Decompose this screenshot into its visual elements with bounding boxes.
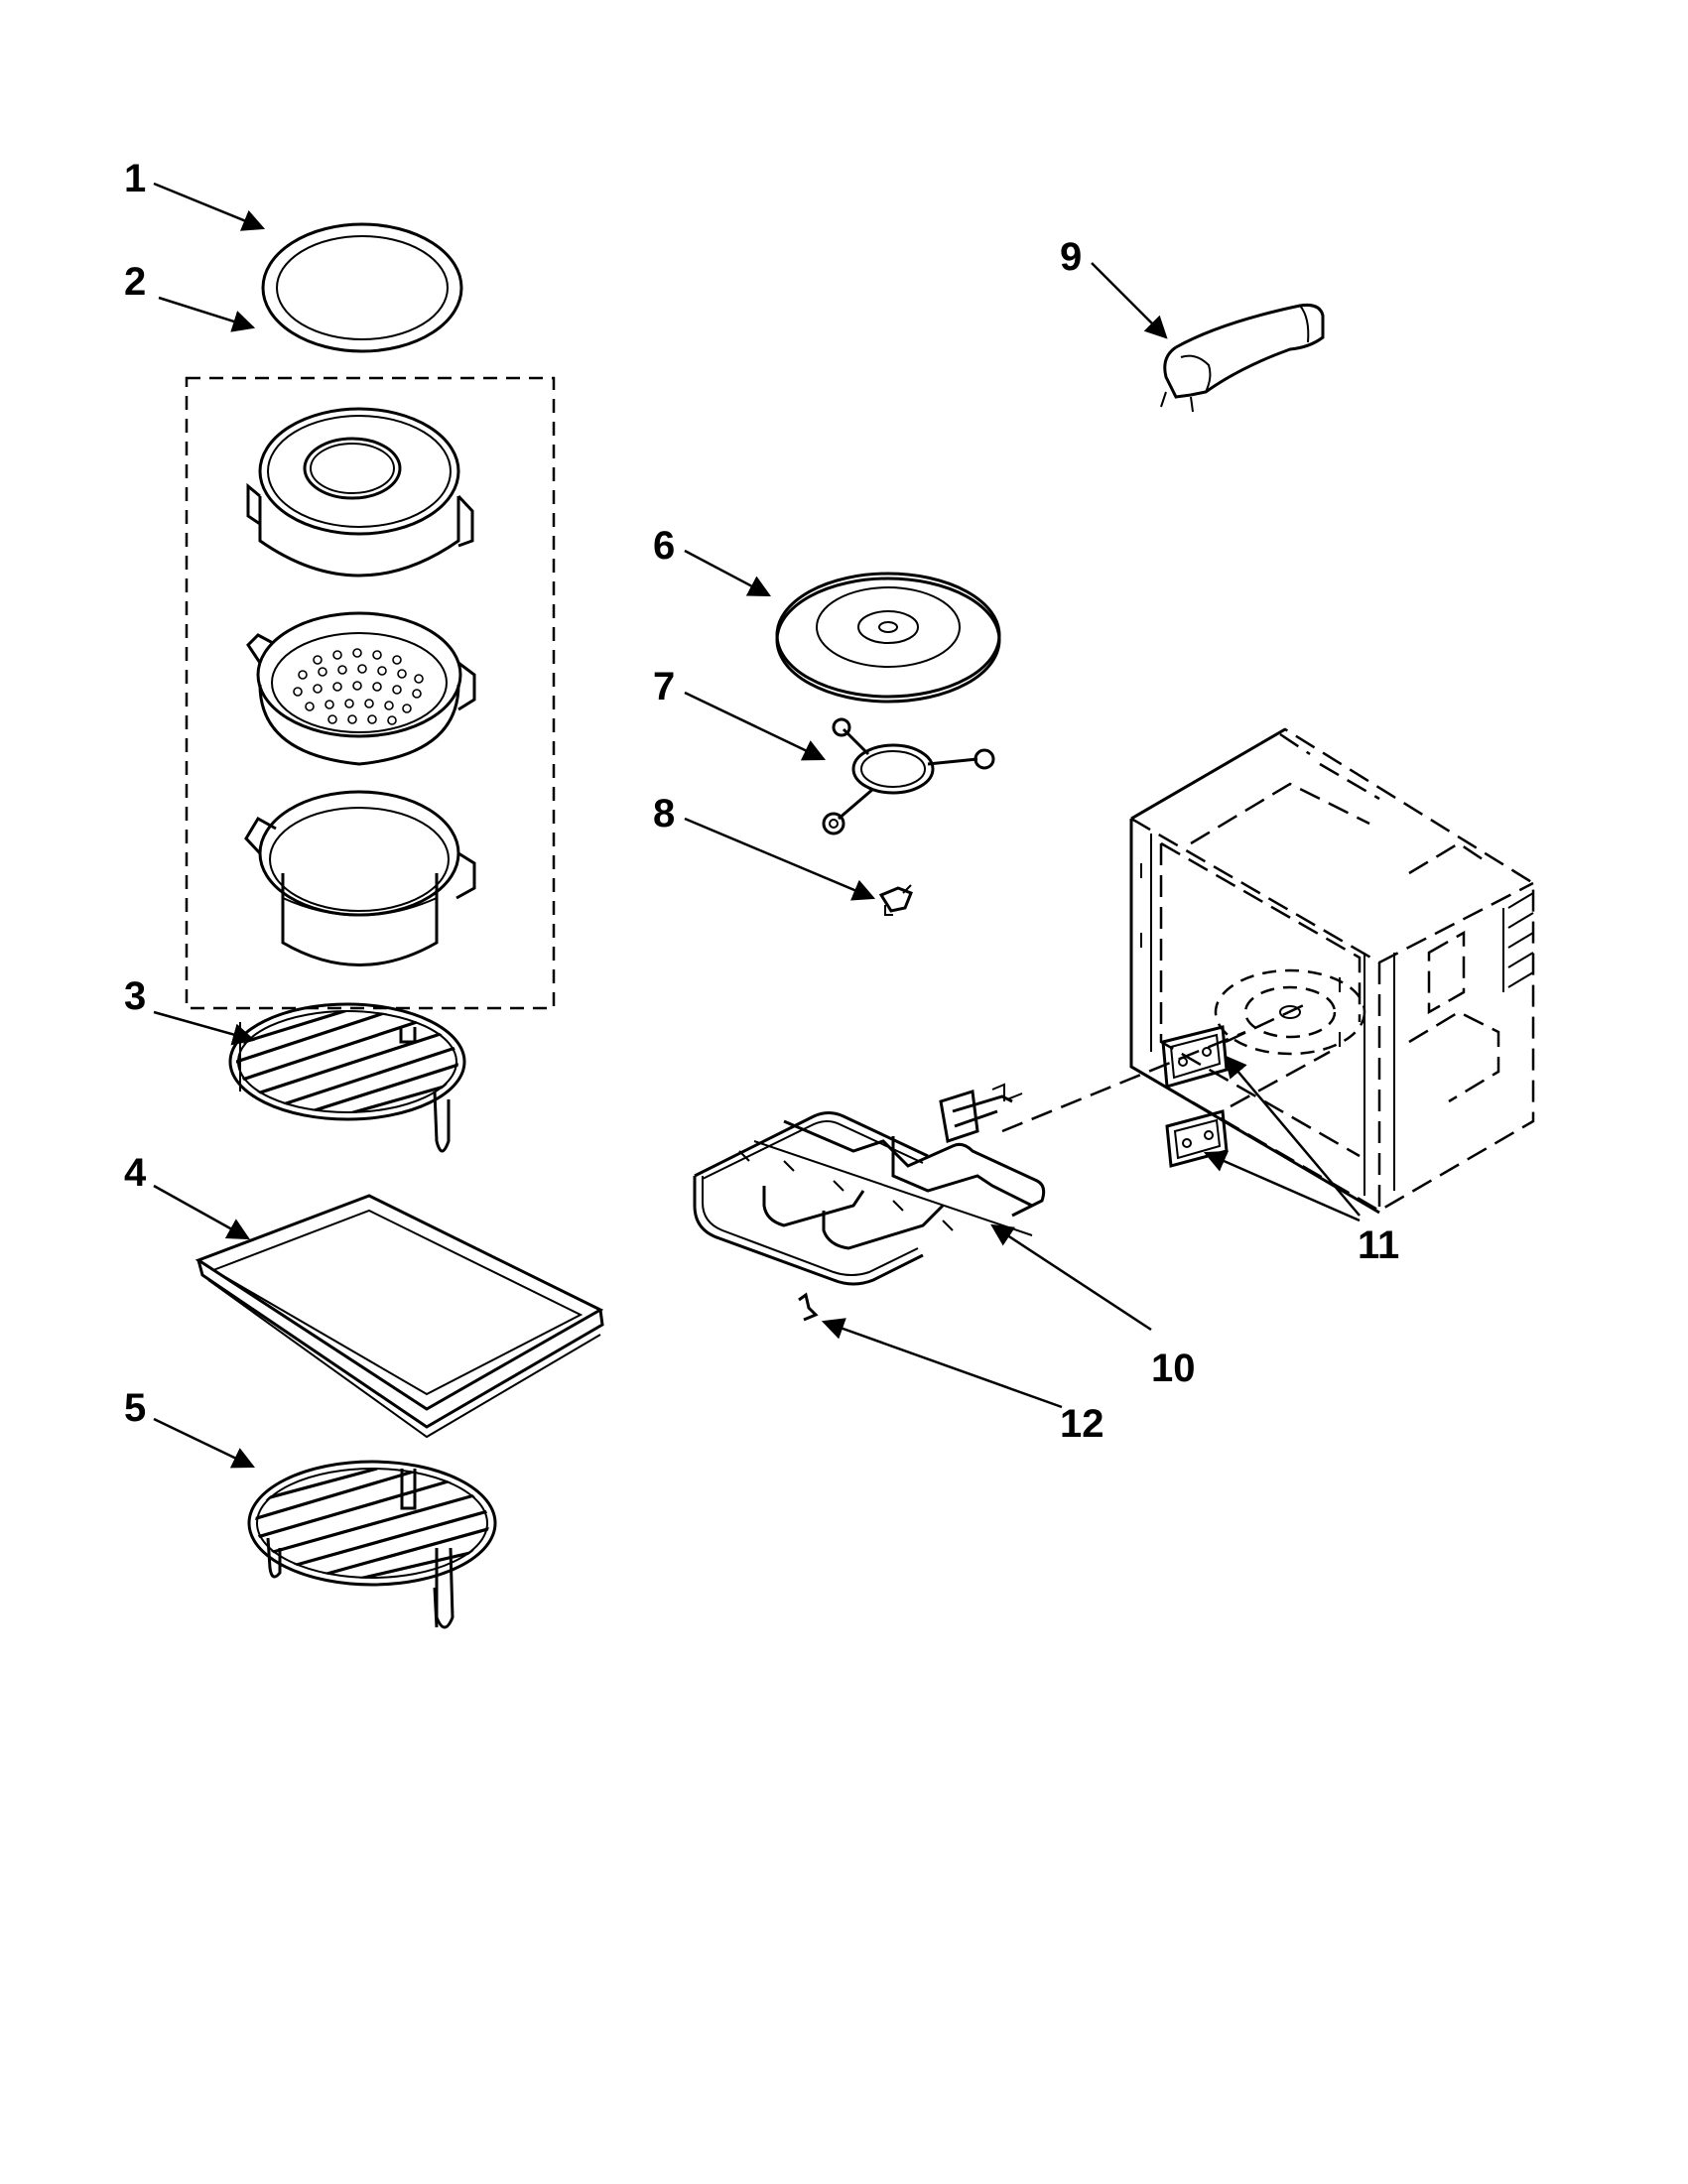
part-5-tall-round-rack xyxy=(247,1460,497,1629)
leader-6 xyxy=(684,549,771,597)
steamer-lid xyxy=(246,407,474,578)
callout-8: 8 xyxy=(653,792,675,835)
leader-8 xyxy=(684,817,876,901)
leader-11a xyxy=(1224,1055,1361,1217)
part-8-coupler xyxy=(878,884,913,916)
part-9-handle xyxy=(1160,304,1325,413)
leader-7 xyxy=(684,691,827,761)
part-6-turntable-plate xyxy=(775,572,1001,704)
steamer-basket xyxy=(246,611,476,766)
callout-10: 10 xyxy=(1151,1347,1196,1390)
leader-5 xyxy=(153,1417,256,1469)
callout-1: 1 xyxy=(124,157,146,200)
callout-5: 5 xyxy=(124,1386,146,1430)
oven-cavity xyxy=(1001,727,1535,1215)
callout-4: 4 xyxy=(124,1151,147,1195)
part-1-round-pan xyxy=(261,222,463,353)
callout-6: 6 xyxy=(653,524,675,568)
leader-9 xyxy=(1091,262,1168,339)
callout-7: 7 xyxy=(653,665,675,708)
leader-12 xyxy=(821,1318,1063,1409)
leader-arrows xyxy=(153,182,1361,1469)
callout-12: 12 xyxy=(1060,1402,1104,1446)
leader-3 xyxy=(153,1010,256,1046)
part-4-baking-tray xyxy=(195,1194,604,1439)
steamer-bowl xyxy=(244,790,476,966)
leader-2 xyxy=(158,296,256,332)
leader-11b xyxy=(1203,1150,1361,1222)
callout-11: 11 xyxy=(1358,1223,1399,1267)
part-2-steamer-set xyxy=(185,376,556,1010)
part-12-clip xyxy=(798,1292,819,1322)
part-3-round-rack xyxy=(228,1002,466,1153)
callout-3: 3 xyxy=(124,974,146,1018)
leader-1 xyxy=(153,182,266,231)
steam-holes xyxy=(293,648,424,725)
callout-numbers: 1 2 3 4 5 6 7 8 9 10 11 12 xyxy=(124,157,1399,1446)
callout-2: 2 xyxy=(124,260,146,304)
leader-10 xyxy=(990,1223,1152,1332)
part-10-heating-element xyxy=(693,1083,1046,1286)
callout-9: 9 xyxy=(1060,235,1082,279)
part-7-roller-support xyxy=(822,717,995,835)
leader-4 xyxy=(153,1184,250,1240)
